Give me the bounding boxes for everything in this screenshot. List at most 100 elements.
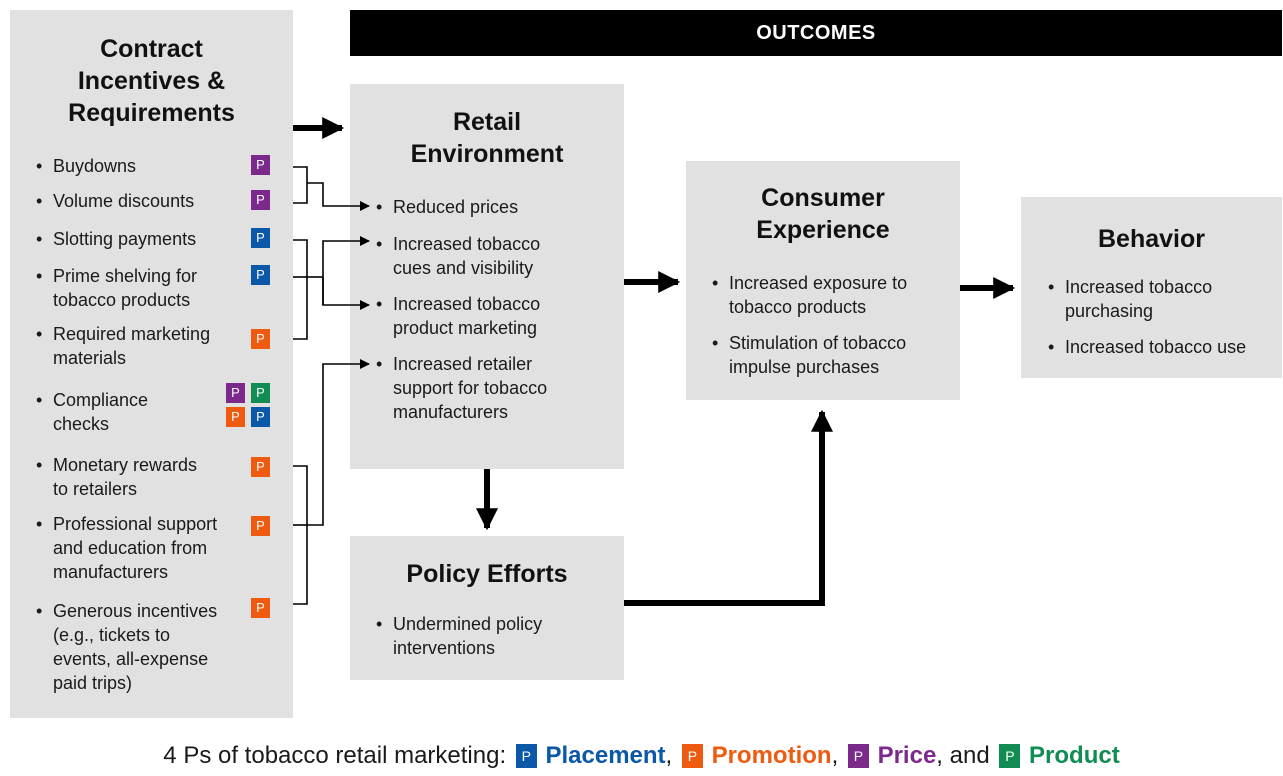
behavior-item-use: • Increased tobacco use [1048, 337, 1247, 357]
item-line: interventions [393, 638, 496, 658]
contract-item-buydowns: • Buydowns [36, 156, 137, 176]
item-line: Compliance [53, 390, 149, 410]
item-line: impulse purchases [729, 357, 880, 377]
item-line: Stimulation of tobacco [729, 333, 907, 353]
item-line: Professional support [53, 514, 218, 534]
behavior-box: Behavior • Increased tobacco purchasing … [1021, 197, 1282, 378]
contract-item-compliance-checks: • Compliance checks [36, 390, 149, 434]
product-badge: P [251, 383, 270, 403]
item-line: checks [53, 414, 110, 434]
promotion-badge: P [251, 516, 270, 536]
legend-price: Price [877, 742, 937, 769]
arrow-policy-to-consumer [624, 409, 833, 606]
title-line: Policy Efforts [406, 560, 568, 588]
bracket-price [293, 166, 308, 204]
title-line: Consumer [761, 184, 885, 212]
placement-badge: P [251, 265, 270, 285]
behavior-item-purchasing: • Increased tobacco purchasing [1048, 277, 1213, 321]
contract-item-required-marketing: • Required marketing materials [36, 324, 211, 368]
policy-item-undermined: • Undermined policy interventions [376, 614, 543, 658]
contract-item-monetary-rewards: • Monetary rewards to retailers [36, 455, 198, 499]
legend-intro: 4 Ps of tobacco retail marketing: [163, 742, 507, 769]
connector-retailer-support [307, 359, 370, 526]
contract-item-slotting-payments: • Slotting payments [36, 229, 197, 249]
item-line: Increased retailer [393, 354, 533, 374]
title-line: Requirements [68, 99, 235, 127]
outcomes-header: OUTCOMES [350, 10, 1282, 56]
price-badge: P [251, 190, 270, 210]
item-line: Increased exposure to [729, 273, 908, 293]
promotion-badge: P [251, 329, 270, 349]
item-line: Generous incentives [53, 601, 218, 621]
bracket-placement [293, 239, 308, 340]
promotion-chip: P [681, 744, 703, 768]
title-line: Contract [100, 35, 203, 63]
legend-separator: , [831, 742, 839, 769]
item-line: manufacturers [53, 562, 169, 582]
item-line: purchasing [1065, 301, 1154, 321]
item-line: materials [53, 348, 127, 368]
price-chip: P [847, 744, 869, 768]
policy-efforts-box: Policy Efforts • Undermined policy inter… [350, 536, 624, 680]
legend: 4 Ps of tobacco retail marketing: P Plac… [0, 740, 1283, 772]
bracket-promotion [293, 465, 308, 605]
item-line: Monetary rewards [53, 455, 198, 475]
policy-title: Policy Efforts [350, 558, 624, 590]
item-line: Reduced prices [393, 197, 519, 217]
item-line: Increased tobacco [393, 234, 541, 254]
item-line: Required marketing [53, 324, 211, 344]
legend-and: and [949, 742, 990, 769]
connector-product-marketing [322, 277, 370, 310]
item-line: Volume discounts [53, 191, 195, 211]
retail-item-cues-visibility: • Increased tobacco cues and visibility [376, 234, 541, 278]
item-line: tobacco products [53, 290, 191, 310]
item-line: to retailers [53, 479, 138, 499]
retail-environment-box: Retail Environment • Reduced prices • In… [350, 84, 624, 469]
price-badge: P [251, 155, 270, 175]
behavior-title: Behavior [1021, 223, 1282, 255]
contract-item-prime-shelving: • Prime shelving for tobacco products [36, 266, 198, 310]
item-line: and education from [53, 538, 208, 558]
item-line: support for tobacco [393, 378, 548, 398]
legend-separator: , [936, 742, 943, 769]
consumer-experience-box: Consumer Experience • Increased exposure… [686, 161, 960, 400]
placement-badge: P [251, 228, 270, 248]
contract-incentives-box: Contract Incentives & Requirements • Buy… [10, 10, 293, 718]
retail-item-reduced-prices: • Reduced prices [376, 197, 519, 217]
item-line: Increased tobacco use [1065, 337, 1247, 357]
retail-item-product-marketing: • Increased tobacco product marketing [376, 294, 541, 338]
item-line: Buydowns [53, 156, 137, 176]
legend-placement: Placement [545, 742, 666, 769]
item-line: product marketing [393, 318, 538, 338]
promotion-badge: P [251, 598, 270, 618]
item-line: events, all-expense [53, 649, 209, 669]
consumer-item-exposure: • Increased exposure to tobacco products [712, 273, 908, 317]
title-line: Retail [452, 108, 522, 136]
item-line: cues and visibility [393, 258, 534, 278]
title-line: Incentives & [77, 67, 226, 95]
price-badge: P [226, 383, 245, 403]
placement-chip: P [515, 744, 537, 768]
connector-reduced-prices [307, 182, 370, 211]
item-line: (e.g., tickets to [53, 625, 171, 645]
item-line: manufacturers [393, 402, 509, 422]
retail-title: Retail Environment [350, 106, 624, 170]
legend-product: Product [1029, 742, 1120, 769]
item-line: paid trips) [53, 673, 133, 693]
legend-promotion: Promotion [711, 742, 832, 769]
title-line: Experience [756, 216, 890, 244]
promotion-badge: P [226, 407, 245, 427]
item-line: tobacco products [729, 297, 867, 317]
retail-item-retailer-support: • Increased retailer support for tobacco… [376, 354, 548, 422]
product-chip: P [999, 744, 1021, 768]
item-line: Increased tobacco [393, 294, 541, 314]
item-line: Undermined policy [393, 614, 543, 634]
title-line: Environment [410, 140, 564, 168]
consumer-item-impulse: • Stimulation of tobacco impulse purchas… [712, 333, 907, 377]
promotion-badge: P [251, 457, 270, 477]
item-line: Slotting payments [53, 229, 197, 249]
item-line: Increased tobacco [1065, 277, 1213, 297]
contract-title: Contract Incentives & Requirements [10, 33, 293, 129]
connector-cues-visibility [322, 236, 370, 305]
